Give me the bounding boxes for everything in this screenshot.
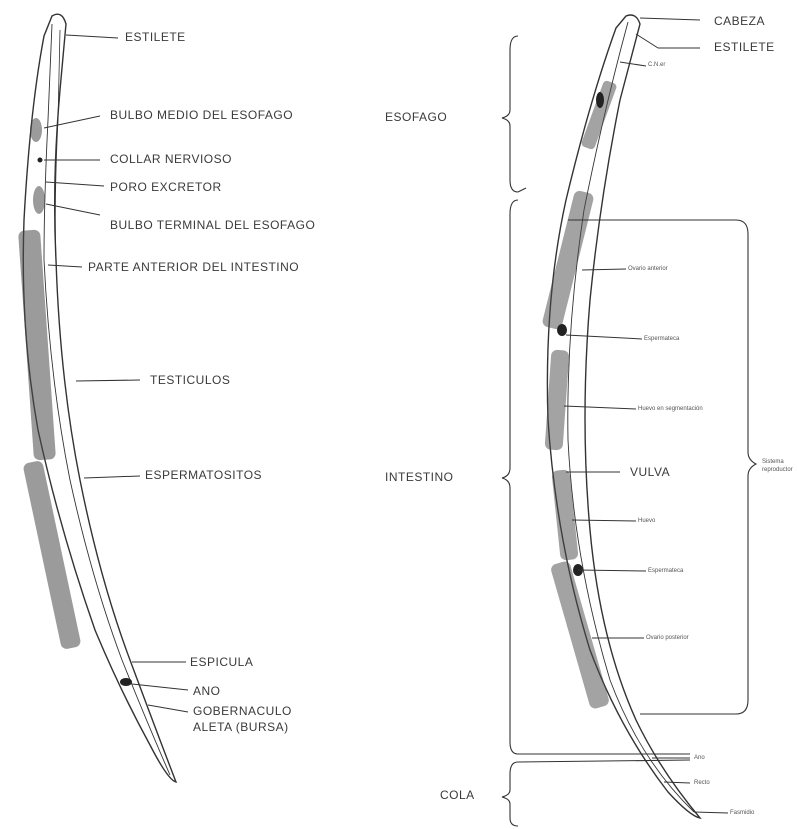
label-ano-female: Ano: [694, 755, 705, 761]
label-espermatocitos: ESPERMATOSITOS: [145, 468, 262, 482]
label-aleta: ALETA (BURSA): [193, 720, 289, 734]
label-collar-nervioso: COLLAR NERVIOSO: [110, 152, 232, 166]
label-ovario-posterior: Ovario posterior: [646, 635, 689, 641]
label-huevo-segmentacion: Huevo en segmentación: [638, 406, 703, 412]
female-nematode-body: [547, 15, 700, 818]
label-vulva: VULVA: [630, 465, 670, 479]
label-region-cola: COLA: [440, 788, 475, 802]
label-estilete-female: ESTILETE: [714, 40, 775, 54]
label-espermateca-2: Espermateca: [648, 568, 683, 574]
label-sistema-reproductor: Sistema reproductor: [762, 458, 794, 474]
label-testiculos: TESTICULOS: [150, 373, 230, 387]
label-region-esofago: ESOFAGO: [385, 110, 447, 124]
label-espicula: ESPICULA: [190, 655, 253, 669]
label-region-intestino: INTESTINO: [385, 470, 454, 484]
label-c-nerv: C.N.er: [648, 62, 665, 68]
label-parte-anterior: PARTE ANTERIOR DEL INTESTINO: [88, 260, 299, 274]
label-cabeza: CABEZA: [714, 14, 765, 28]
label-poro-excretor: PORO EXCRETOR: [110, 180, 222, 194]
label-estilete-male: ESTILETE: [125, 30, 186, 44]
label-recto: Recto: [694, 780, 710, 786]
label-huevo: Huevo: [638, 518, 655, 524]
label-bulbo-medio: BULBO MEDIO DEL ESOFAGO: [110, 108, 293, 122]
label-fasmidio: Fasmidio: [730, 810, 754, 816]
label-espermateca-1: Espermateca: [644, 336, 679, 342]
label-ovario-anterior: Ovario anterior: [628, 266, 668, 272]
label-bulbo-terminal: BULBO TERMINAL DEL ESOFAGO: [110, 218, 315, 232]
male-internal-organs: [18, 118, 82, 650]
label-gobernaculo: GOBERNACULO: [193, 704, 292, 718]
label-ano-male: ANO: [193, 684, 221, 698]
